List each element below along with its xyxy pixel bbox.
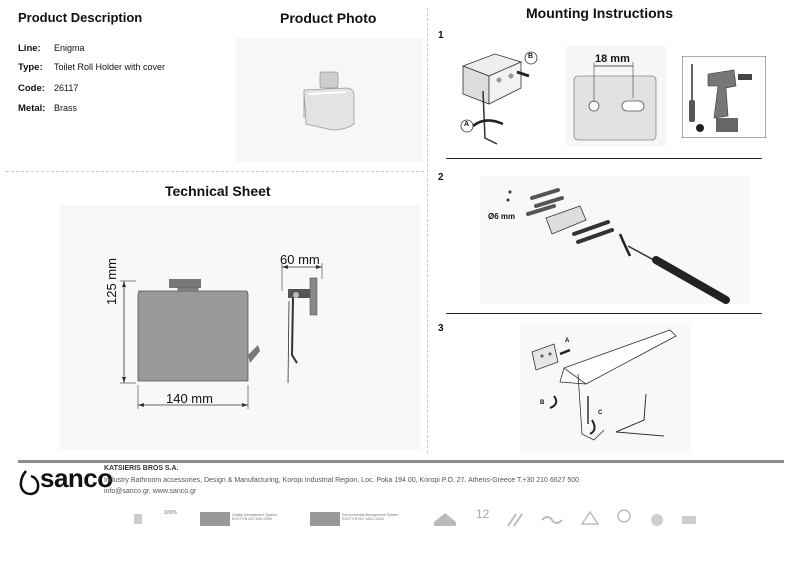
bracket-front-illustration bbox=[566, 46, 666, 146]
badge-icon-round bbox=[651, 514, 663, 526]
step-3-label-a: A bbox=[565, 338, 570, 344]
step-1-number: 1 bbox=[438, 30, 444, 41]
step-divider-2 bbox=[446, 313, 762, 314]
technical-drawing bbox=[60, 205, 420, 450]
eu-flag-icon-2 bbox=[310, 512, 340, 526]
step-3-number: 3 bbox=[438, 323, 444, 334]
step-2-number: 2 bbox=[438, 172, 444, 183]
badge-icon-recycle bbox=[580, 510, 600, 525]
step-2-screw-illustration bbox=[480, 176, 750, 304]
badge-icon-stripes bbox=[507, 513, 523, 527]
badge-12-years: 12 bbox=[476, 507, 490, 521]
step-1-label-b: B bbox=[528, 53, 534, 60]
drill-size-label: Ø6 mm bbox=[488, 212, 516, 221]
step-3-assembly-illustration bbox=[520, 324, 690, 452]
brand-name: sanco bbox=[40, 463, 113, 493]
product-description-heading: Product Description bbox=[18, 10, 143, 25]
step-1-bracket-illustration bbox=[460, 51, 538, 145]
mounting-instructions-heading: Mounting Instructions bbox=[526, 5, 673, 21]
horizontal-divider bbox=[6, 171, 424, 172]
hole-spacing-label: 18 mm bbox=[595, 53, 630, 65]
footer-bar bbox=[18, 460, 784, 463]
product-photo bbox=[236, 38, 422, 162]
badge-icon-sun bbox=[617, 509, 631, 523]
step-3-label-c: C bbox=[598, 410, 603, 416]
badge-100-percent: 100% bbox=[164, 510, 177, 516]
spec-line: Line:Enigma bbox=[18, 43, 85, 54]
technical-sheet-heading: Technical Sheet bbox=[165, 183, 271, 199]
badge-icon-last bbox=[682, 516, 696, 524]
badge-icon-house bbox=[434, 513, 456, 526]
spec-metal: Metal:Brass bbox=[18, 103, 78, 114]
height-dimension-label: 125 mm bbox=[104, 258, 119, 305]
step-3-label-b: B bbox=[540, 400, 545, 406]
badge-icon-wave bbox=[541, 516, 563, 524]
spec-type: Type:Toilet Roll Holder with cover bbox=[18, 62, 166, 73]
company-name: KATSIERIS BROS S.A. bbox=[104, 465, 179, 472]
depth-dimension-label: 60 mm bbox=[280, 252, 320, 267]
eu-flag-icon-1 bbox=[200, 512, 230, 526]
vertical-divider bbox=[427, 8, 428, 453]
badge-icon-1 bbox=[134, 514, 142, 524]
spec-code: Code:26117 bbox=[18, 83, 79, 94]
width-dimension-label: 140 mm bbox=[166, 391, 213, 406]
step-1-label-a: A bbox=[464, 121, 470, 128]
product-photo-heading: Product Photo bbox=[280, 10, 377, 26]
sanco-logo-icon bbox=[19, 470, 40, 496]
tools-illustration bbox=[682, 56, 766, 138]
step-divider-1 bbox=[446, 158, 762, 159]
company-web: info@sanco.gr, www.sanco.gr bbox=[104, 488, 197, 495]
company-address: Industry Bathroom accessories, Design & … bbox=[104, 477, 580, 484]
